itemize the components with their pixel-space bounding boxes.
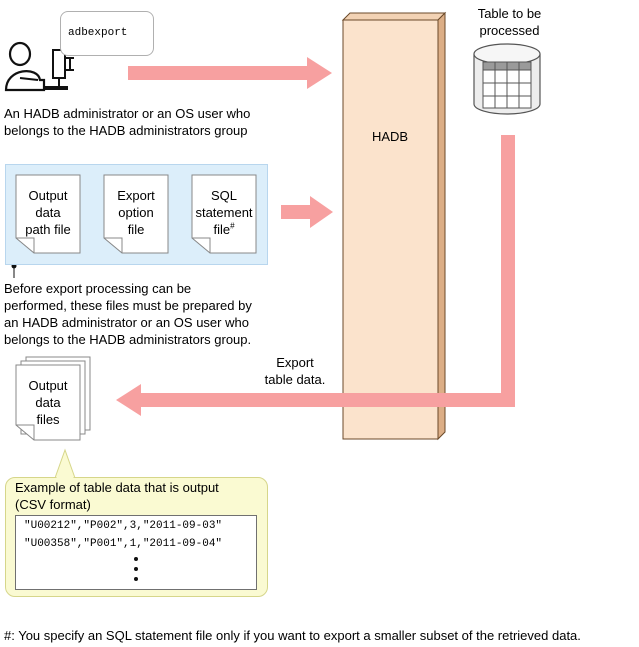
preparation-caption-line: Before export processing can be <box>4 281 192 296</box>
doc-label-line: Export <box>117 188 155 203</box>
arrow-files-to-hadb <box>281 196 333 228</box>
table-caption: Table to be processed <box>462 5 557 39</box>
document-stack-output-files <box>15 356 91 441</box>
doc-label-line: file <box>127 222 145 237</box>
doc-label-line: Output <box>28 188 68 203</box>
hadb-label: HADB <box>371 129 409 144</box>
preparation-caption: Before export processing can be performe… <box>4 280 294 348</box>
export-option-file-label: Export option file <box>105 187 167 238</box>
csv-row: "U00358","P001",1,"2011-09-04" <box>24 538 223 550</box>
table-caption-line: processed <box>479 23 540 38</box>
example-title-line: Example of table data that is output <box>15 480 219 495</box>
document-icon-sql-statement <box>191 174 257 254</box>
database-icon <box>473 43 541 115</box>
doc-label-line: data <box>35 205 61 220</box>
footnote: #: You specify an SQL statement file onl… <box>4 628 581 643</box>
document-icon-export-option <box>103 174 169 254</box>
table-caption-line: Table to be <box>477 6 542 21</box>
footnote-mark: # <box>230 221 235 231</box>
example-title-line: (CSV format) <box>15 497 91 512</box>
doc-label-line: file# <box>193 221 255 238</box>
export-caption-line: Export <box>276 355 314 370</box>
administrator-icon <box>4 41 74 92</box>
arrow-command-to-hadb <box>128 57 332 89</box>
administrator-caption-line: belongs to the HADB administrators group <box>4 123 248 138</box>
doc-label-line: statement <box>195 205 253 220</box>
output-files-label-line: Output <box>28 378 68 393</box>
command-bubble <box>60 11 154 56</box>
output-files-label-line: files <box>36 412 60 427</box>
output-data-files-label: Output data files <box>17 377 79 428</box>
export-caption: Export table data. <box>255 354 335 388</box>
doc-label-line: SQL <box>210 188 237 203</box>
command-text: adbexport <box>68 27 128 39</box>
output-files-label-line: data <box>35 395 61 410</box>
example-title: Example of table data that is output (CS… <box>15 479 255 513</box>
doc-label-text: file <box>213 222 231 237</box>
administrator-caption: An HADB administrator or an OS user who … <box>4 105 304 139</box>
arrow-table-to-output <box>116 135 515 416</box>
doc-label-line: option <box>118 205 154 220</box>
export-caption-line: table data. <box>264 372 326 387</box>
administrator-caption-line: An HADB administrator or an OS user who <box>4 106 251 121</box>
document-icon-output-path <box>15 174 81 254</box>
preparation-caption-line: performed, these files must be prepared … <box>4 298 252 313</box>
doc-label-line: path file <box>25 222 71 237</box>
sql-statement-file-label: SQL statement file# <box>193 187 255 238</box>
preparation-caption-line: an HADB administrator or an OS user who <box>4 315 249 330</box>
hadb-box <box>341 11 447 441</box>
csv-row: "U00212","P002",3,"2011-09-03" <box>24 520 223 532</box>
output-data-path-file-label: Output data path file <box>17 187 79 238</box>
preparation-caption-line: belongs to the HADB administrators group… <box>4 332 252 347</box>
